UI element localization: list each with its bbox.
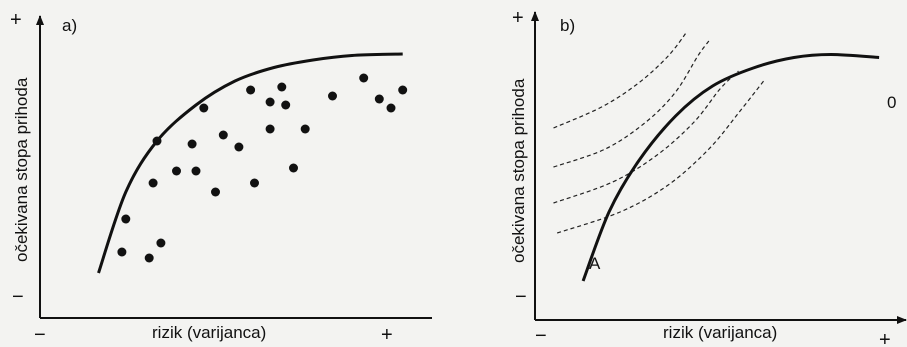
y-max-label: +: [10, 9, 22, 31]
portfolio-point: [172, 166, 181, 176]
portfolio-point: [374, 94, 384, 104]
x-axis-title: rizik (varijanca): [663, 323, 777, 342]
portfolio-point: [218, 130, 228, 140]
x-min-label: −: [34, 324, 46, 346]
portfolio-point: [117, 247, 127, 257]
panel-label: a): [62, 16, 77, 35]
portfolio-point: [199, 103, 209, 113]
indifference-curve: [553, 31, 688, 129]
x-min-label: −: [535, 325, 547, 347]
portfolio-point: [265, 97, 275, 107]
indifference-curve: [553, 40, 710, 168]
y-axis-title: očekivana stopa prihoda: [509, 78, 528, 263]
indifference-curve: [557, 79, 765, 234]
portfolio-point: [386, 103, 396, 113]
chart-b: + − − + b) rizik (varijanca) očekivana s…: [509, 7, 907, 347]
portfolio-point: [121, 214, 131, 224]
portfolio-point: [187, 139, 197, 149]
x-max-label: +: [381, 324, 393, 346]
portfolio-point: [148, 178, 158, 188]
portfolio-point: [359, 73, 369, 83]
portfolio-point: [144, 253, 154, 263]
panel-label: b): [560, 16, 575, 35]
efficient-frontier-curve: [97, 52, 403, 274]
y-min-label: −: [12, 286, 24, 308]
y-max-label: +: [512, 7, 524, 29]
chart-a: + − − + a) rizik (varijanca) očekivana s…: [10, 9, 432, 346]
portfolio-point: [289, 163, 298, 173]
portfolio-point: [191, 166, 201, 176]
portfolio-point: [152, 136, 162, 146]
portfolio-point: [300, 124, 310, 134]
indifference-curve: [553, 70, 739, 204]
portfolio-point: [211, 187, 220, 197]
efficient-frontier-curve: [581, 52, 880, 282]
frontier-start-label: A: [589, 254, 601, 273]
portfolio-point: [265, 124, 275, 134]
portfolio-point: [156, 238, 166, 248]
portfolio-point: [250, 178, 259, 188]
x-axis-title: rizik (varijanca): [152, 323, 266, 342]
portfolio-point: [328, 91, 337, 101]
portfolio-point: [281, 100, 291, 110]
portfolio-point: [398, 85, 408, 95]
frontier-end-label: 0: [887, 93, 896, 112]
x-max-label: +: [879, 329, 891, 347]
portfolio-point: [234, 142, 244, 152]
portfolio-point: [277, 82, 287, 92]
indifference-curves: [553, 31, 765, 234]
y-min-label: −: [515, 286, 527, 308]
y-axis-title: očekivana stopa prihoda: [12, 77, 31, 262]
portfolio-point: [246, 85, 256, 95]
portfolio-points: [117, 73, 408, 263]
